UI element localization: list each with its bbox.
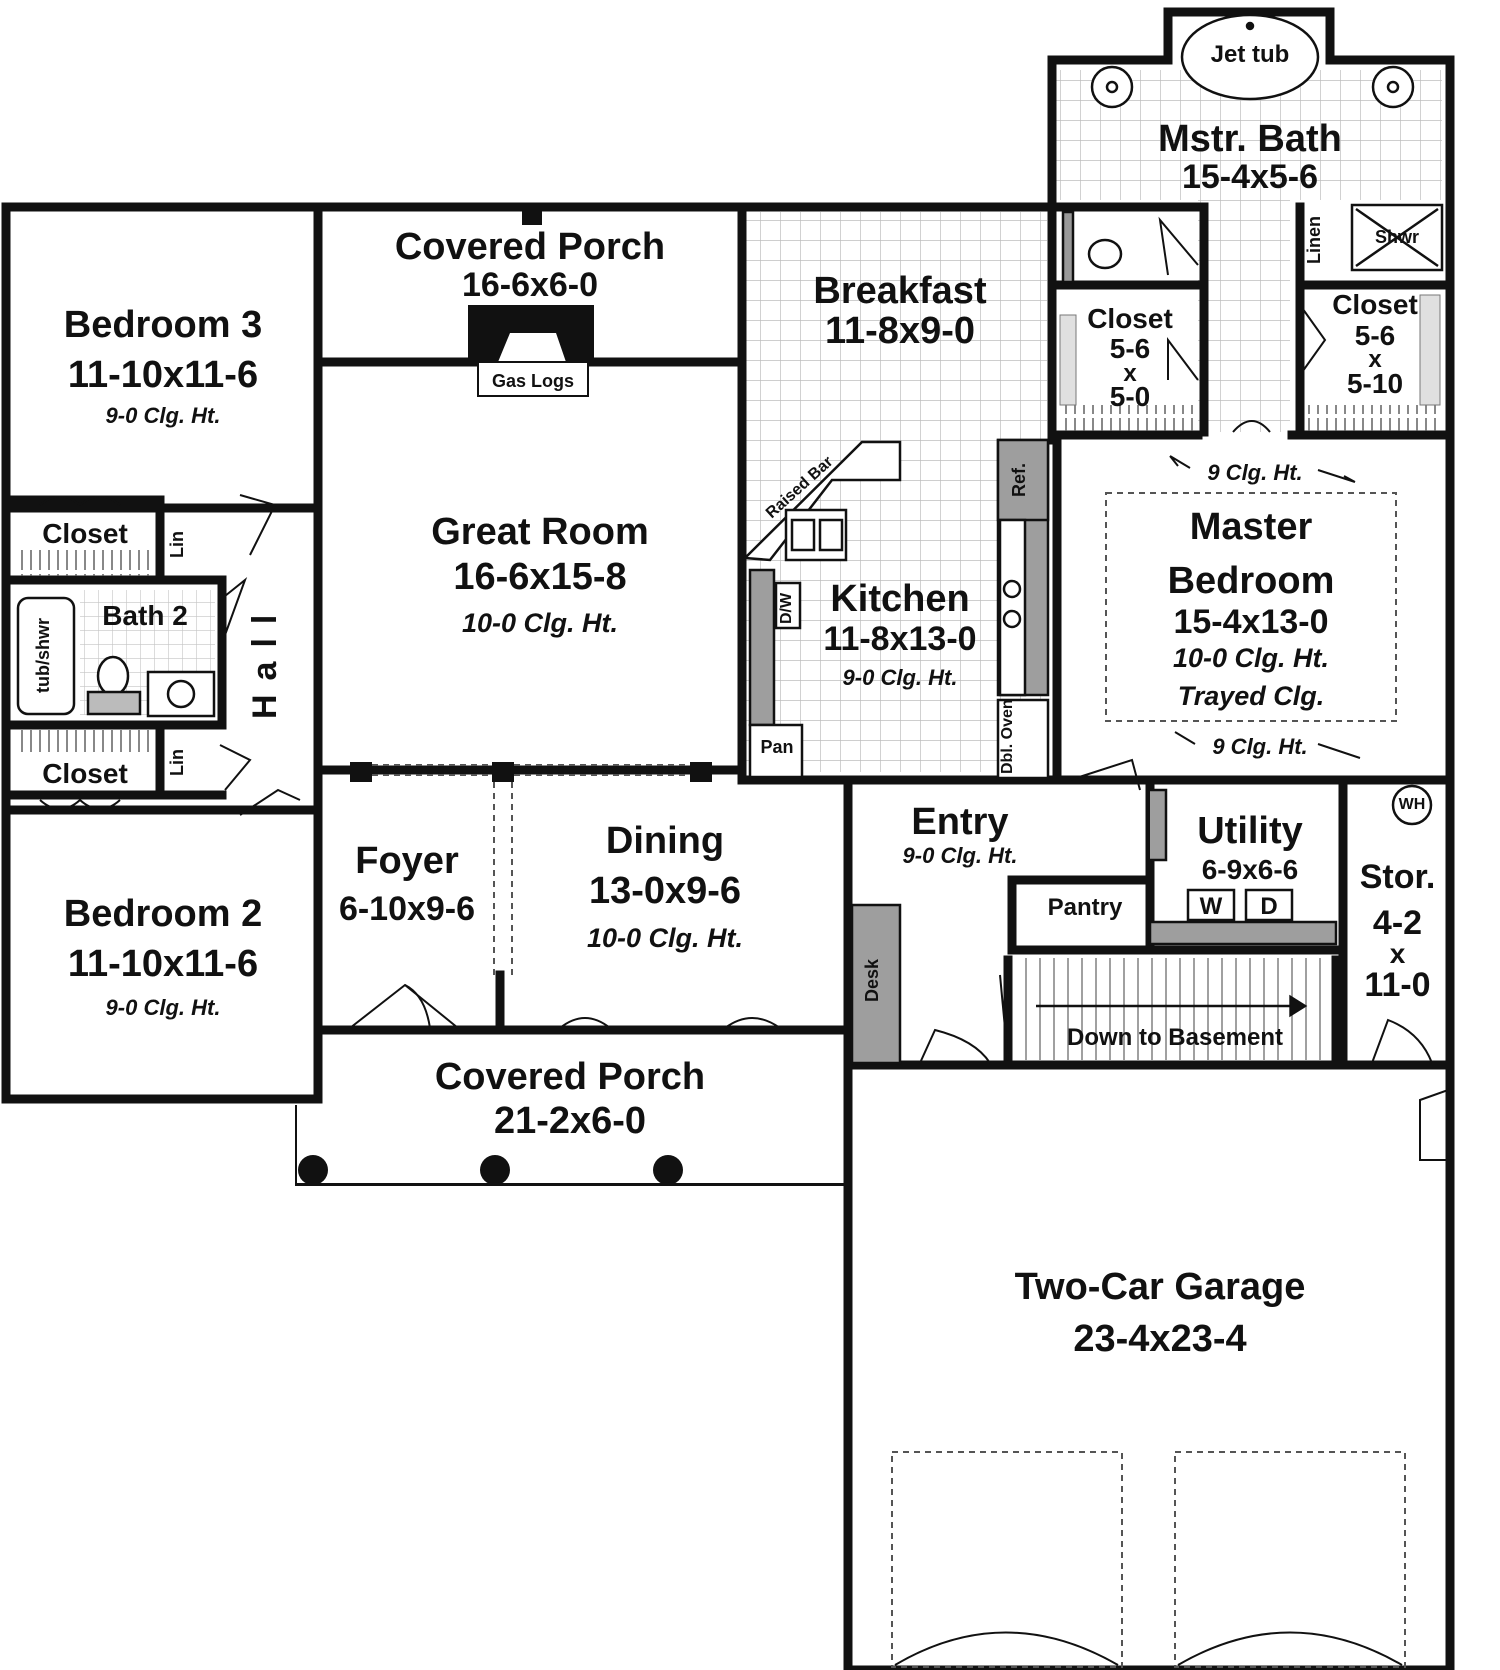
refrigerator-label: Ref. xyxy=(1009,463,1029,498)
dashed-openings xyxy=(372,492,1406,1668)
linen-top-label: Lin xyxy=(167,531,187,559)
master-clg-top: 9 Clg. Ht. xyxy=(1207,460,1303,485)
bath2-name: Bath 2 xyxy=(102,600,188,631)
storage-name: Stor. xyxy=(1359,858,1436,896)
closet-b2-label: Closet xyxy=(42,758,128,789)
dishwasher-label: D/W xyxy=(778,592,795,624)
closet-right-w: 5-6 xyxy=(1354,320,1396,351)
pantry-small-label: Pan xyxy=(760,737,794,757)
entry-name: Entry xyxy=(911,801,1009,843)
mstr-bath-dims: 15-4x5-6 xyxy=(1181,158,1319,196)
kitchen-fixtures xyxy=(742,438,1050,780)
master-bedroom-clg: 10-0 Clg. Ht. xyxy=(1172,643,1330,673)
columns xyxy=(298,207,712,1185)
stairs xyxy=(1025,958,1321,1060)
closet-left-w: 5-6 xyxy=(1109,333,1151,364)
storage-w: 4-2 xyxy=(1372,904,1423,942)
master-clg-bottom: 9 Clg. Ht. xyxy=(1212,734,1308,759)
master-bedroom-tray: Trayed Clg. xyxy=(1177,681,1325,711)
bedroom3-clg: 9-0 Clg. Ht. xyxy=(105,403,221,428)
door-swings xyxy=(39,216,1449,1161)
front-porch-dims: 21-2x6-0 xyxy=(493,1100,647,1142)
great-room-clg: 10-0 Clg. Ht. xyxy=(461,608,619,638)
closet-rods xyxy=(15,294,1442,756)
garage-name: Two-Car Garage xyxy=(1014,1266,1306,1308)
bedroom2-clg: 9-0 Clg. Ht. xyxy=(105,995,221,1020)
bath-fixtures xyxy=(16,13,1444,718)
ceiling-arrows xyxy=(1169,455,1361,759)
closet-right-name: Closet xyxy=(1332,289,1418,320)
bedroom3-name: Bedroom 3 xyxy=(63,304,263,346)
foyer-name: Foyer xyxy=(355,840,459,882)
great-room-dims: 16-6x15-8 xyxy=(453,556,627,598)
bedroom2-dims: 11-10x11-6 xyxy=(67,943,259,985)
utility-dims: 6-9x6-6 xyxy=(1201,854,1299,885)
shower-label: Shwr xyxy=(1374,227,1419,247)
mstr-bath-name: Mstr. Bath xyxy=(1158,118,1342,160)
linen-bottom-label: Lin xyxy=(167,749,187,777)
utility-name: Utility xyxy=(1197,810,1303,852)
utility-fixtures xyxy=(850,784,1433,1065)
basement-stair-label: Down to Basement xyxy=(1066,1024,1284,1051)
back-porch-name: Covered Porch xyxy=(394,226,666,268)
gas-logs-label: Gas Logs xyxy=(491,371,575,391)
garage-door-arcs xyxy=(894,1631,1403,1666)
entry-clg: 9-0 Clg. Ht. xyxy=(902,843,1018,868)
dining-name: Dining xyxy=(605,820,725,862)
hall-label: Hall xyxy=(246,600,284,720)
fireplace xyxy=(468,305,594,397)
kitchen-name: Kitchen xyxy=(830,578,970,620)
dining-dims: 13-0x9-6 xyxy=(588,870,742,912)
front-porch-outline xyxy=(295,1105,848,1186)
front-porch-name: Covered Porch xyxy=(434,1056,706,1098)
breakfast-dims: 11-8x9-0 xyxy=(824,310,975,352)
water-heater-label: WH xyxy=(1398,796,1426,813)
garage-dims: 23-4x23-4 xyxy=(1073,1318,1247,1360)
closet-left-x: x xyxy=(1123,360,1137,387)
storage-x: x xyxy=(1389,938,1406,969)
washer-label: W xyxy=(1199,893,1223,920)
dryer-label: D xyxy=(1260,893,1278,920)
bedroom2-name: Bedroom 2 xyxy=(63,893,263,935)
bedroom3-dims: 11-10x11-6 xyxy=(67,354,259,396)
dining-clg: 10-0 Clg. Ht. xyxy=(586,923,744,953)
pantry-label: Pantry xyxy=(1047,894,1123,921)
closet-right-x: x xyxy=(1368,346,1382,373)
breakfast-name: Breakfast xyxy=(813,270,987,312)
great-room-name: Great Room xyxy=(431,511,649,553)
closet-left-name: Closet xyxy=(1087,303,1173,334)
tub-shower-label: tub/shwr xyxy=(33,618,53,694)
linen-label: Linen xyxy=(1304,216,1324,264)
master-bedroom-dims: 15-4x13-0 xyxy=(1173,603,1329,641)
foyer-dims: 6-10x9-6 xyxy=(338,890,476,928)
closet-right-d: 5-10 xyxy=(1346,368,1404,399)
kitchen-clg: 9-0 Clg. Ht. xyxy=(842,665,958,690)
closet-b3-label: Closet xyxy=(42,518,128,549)
double-oven-label: Dbl. Oven xyxy=(999,699,1016,774)
jet-tub-label: Jet tub xyxy=(1210,41,1290,68)
closet-left-d: 5-0 xyxy=(1109,381,1151,412)
storage-d: 11-0 xyxy=(1364,966,1431,1004)
back-porch-dims: 16-6x6-0 xyxy=(461,266,599,304)
desk-label: Desk xyxy=(862,958,882,1002)
master-bedroom-name-1: Master xyxy=(1189,506,1313,548)
kitchen-dims: 11-8x13-0 xyxy=(823,620,977,658)
master-bedroom-name-2: Bedroom xyxy=(1167,560,1335,602)
